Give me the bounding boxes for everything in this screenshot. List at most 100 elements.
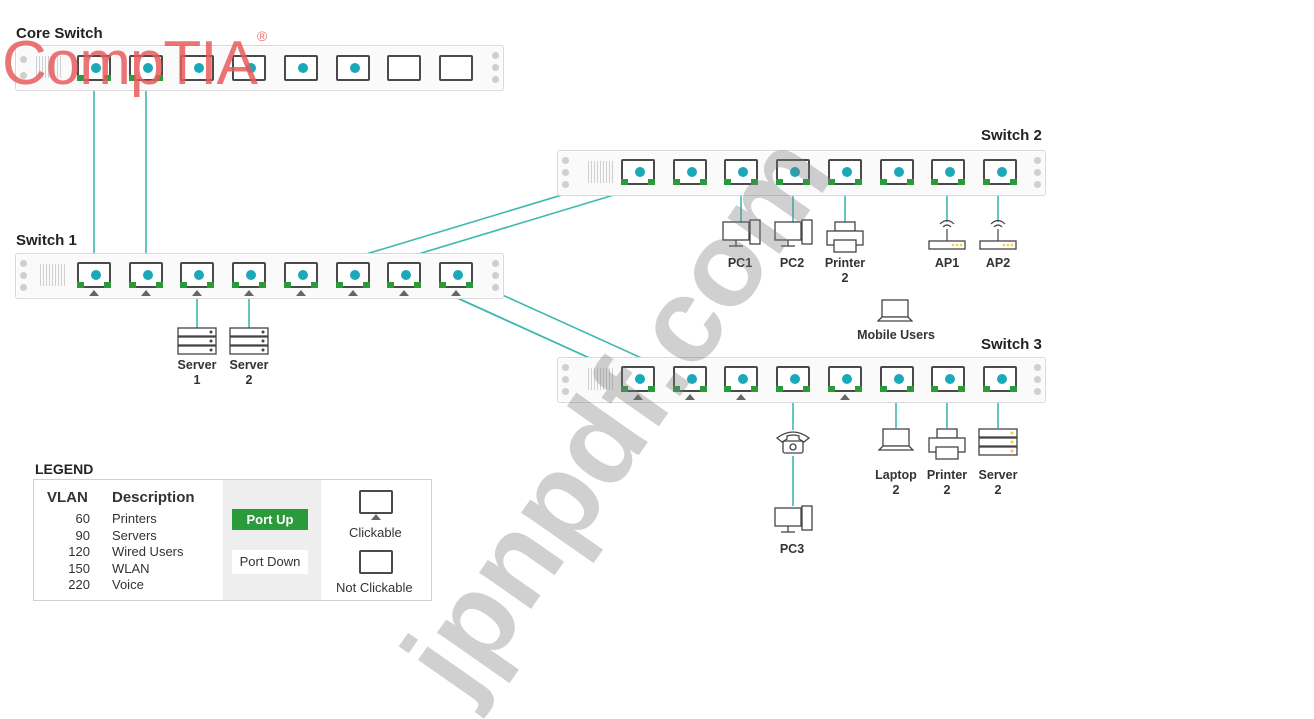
printer2-switch3-label: Printer 2 — [926, 468, 968, 497]
link-endpoint-dot — [635, 167, 645, 177]
legend-port-status-panel — [223, 480, 321, 600]
server1-label: Server 1 — [177, 358, 217, 387]
legend-title: LEGEND — [35, 461, 94, 477]
legend-vlan-description: WLAN — [112, 560, 150, 576]
clickable-arrow-icon — [399, 290, 410, 296]
link-endpoint-dot — [91, 270, 101, 280]
server-icon — [229, 327, 269, 355]
port-up-indicator — [699, 179, 707, 185]
switch1-port-3[interactable] — [180, 262, 215, 288]
pc3-label: PC3 — [779, 542, 805, 556]
switch3-port-3[interactable] — [724, 366, 759, 392]
legend-vlan-description: Wired Users — [112, 544, 184, 559]
clickable-arrow-icon — [347, 290, 358, 296]
legend-vlan-description: Voice — [112, 577, 144, 592]
switch1-port-2[interactable] — [128, 262, 163, 288]
link-endpoint-dot — [686, 167, 697, 177]
port-up-indicator — [982, 179, 990, 185]
port-up-indicator — [362, 282, 370, 288]
desktop-pc-icon — [722, 219, 761, 247]
port-up-indicator — [958, 386, 966, 392]
core-switch-title: Core Switch — [16, 25, 103, 42]
link-endpoint-dot — [686, 374, 697, 384]
port-up-indicator — [1009, 179, 1017, 185]
port-up-indicator — [648, 179, 655, 185]
port-up-indicator — [283, 282, 291, 288]
switch3-port-8[interactable] — [982, 366, 1017, 392]
port-up-indicator — [310, 282, 318, 288]
legend-vlan-description: Servers — [112, 527, 157, 543]
switch3-port-2[interactable] — [672, 366, 707, 392]
clickable-arrow-icon — [140, 290, 151, 296]
link-endpoint-dot — [738, 374, 749, 384]
link-endpoint-dot — [194, 270, 205, 280]
core-port-6[interactable] — [335, 55, 370, 81]
switch3-port-5[interactable] — [827, 366, 862, 392]
core-port-8[interactable] — [438, 55, 473, 81]
legend-vlan-id: 90 — [75, 527, 90, 543]
link-endpoint-dot — [297, 63, 308, 73]
laptop2-label: Laptop 2 — [875, 468, 917, 497]
link-endpoint-dot — [841, 374, 852, 384]
port-up-indicator — [879, 179, 887, 185]
server2-switch3-label: Server 2 — [978, 468, 1018, 497]
switch3-port-4[interactable] — [776, 366, 811, 392]
switch2-port-4[interactable] — [776, 159, 811, 185]
core-port-7[interactable] — [387, 55, 422, 81]
link-endpoint-dot — [452, 270, 463, 280]
switch1-port-4[interactable] — [232, 262, 267, 288]
switch1-port-8[interactable] — [438, 262, 473, 288]
desktop-pc-icon — [774, 219, 813, 247]
not-clickable-port-legend-icon — [359, 550, 393, 574]
link-endpoint-dot — [349, 270, 360, 280]
port-up-indicator — [335, 282, 343, 288]
link-endpoint-dot — [635, 374, 645, 384]
port-up-indicator — [465, 282, 473, 288]
core-port-2[interactable] — [128, 55, 163, 81]
legend-vlan-id: 150 — [68, 560, 90, 576]
port-up-indicator — [906, 386, 914, 392]
switch2-port-8[interactable] — [982, 159, 1017, 185]
clickable-port-legend-icon — [359, 490, 393, 514]
port-up-indicator — [672, 386, 680, 392]
clickable-legend-label: Clickable — [349, 525, 402, 540]
legend-vlan-id: 220 — [68, 577, 90, 592]
clickable-arrow-icon — [736, 394, 747, 400]
switch1-port-1[interactable] — [77, 262, 111, 288]
clickable-arrow-icon — [684, 394, 695, 400]
switch1-port-6[interactable] — [335, 262, 370, 288]
port-up-indicator — [1009, 386, 1017, 392]
switch2-port-5[interactable] — [827, 159, 862, 185]
port-up-indicator — [414, 282, 422, 288]
legend-vlan-description: Printers — [112, 511, 157, 526]
core-port-4[interactable] — [232, 55, 267, 81]
switch1-port-7[interactable] — [387, 262, 422, 288]
printer-icon — [826, 221, 864, 253]
switch2-port-3[interactable] — [724, 159, 759, 185]
port-up-indicator — [724, 179, 732, 185]
switch1-port-5[interactable] — [283, 262, 318, 288]
switch3-port-7[interactable] — [931, 366, 966, 392]
switch2-port-7[interactable] — [931, 159, 966, 185]
core-port-3[interactable] — [180, 55, 215, 81]
port-up-indicator — [155, 282, 163, 288]
switch3-port-1[interactable] — [621, 366, 655, 392]
port-up-indicator — [958, 179, 966, 185]
port-up-indicator — [931, 386, 939, 392]
switch2-port-1[interactable] — [621, 159, 655, 185]
core-port-1[interactable] — [77, 55, 111, 81]
server-icon — [177, 327, 217, 355]
port-up-indicator — [982, 386, 990, 392]
port-up-indicator — [387, 282, 395, 288]
link-endpoint-dot — [297, 270, 308, 280]
port-up-indicator — [854, 386, 862, 392]
desktop-pc-icon — [774, 505, 813, 533]
core-port-5[interactable] — [283, 55, 318, 81]
switch3-port-6[interactable] — [879, 366, 914, 392]
switch2-port-2[interactable] — [672, 159, 707, 185]
port-up-indicator — [259, 282, 267, 288]
link-endpoint-dot — [841, 167, 852, 177]
switch2-port-6[interactable] — [879, 159, 914, 185]
ap2-label: AP2 — [985, 256, 1011, 270]
port-up-indicator — [803, 386, 811, 392]
